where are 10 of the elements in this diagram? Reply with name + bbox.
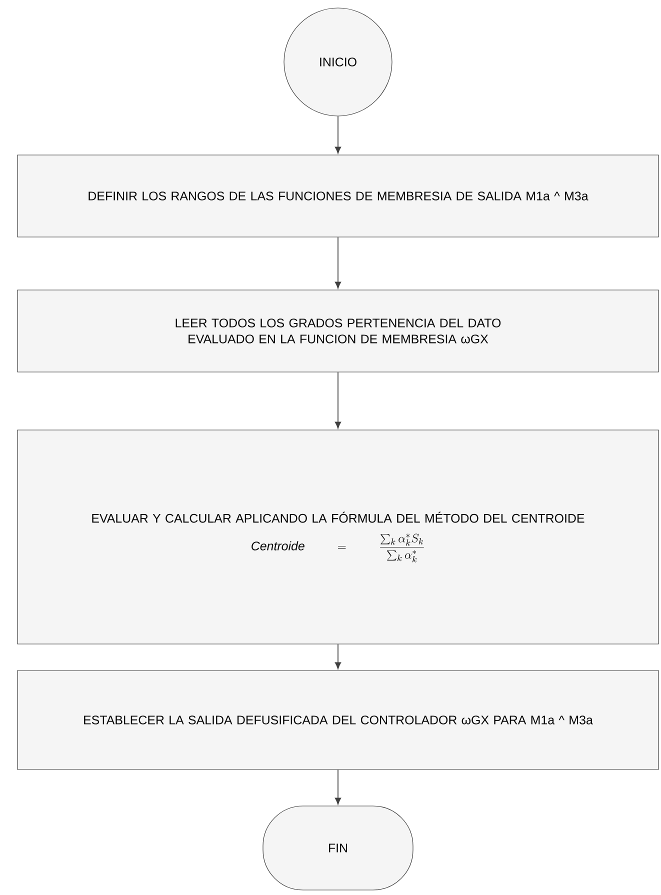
arrow <box>334 372 342 429</box>
process-box: EVALUAR Y CALCULAR APLICANDO LA FÓRMULA DEL MÉTODO DEL CENTROIDE $\mathit{Centroide} = \frac{\sum_k \alpha_k^* S_k}{\sum_k \alpha_k^*}$ <box>17 430 659 644</box>
arrow <box>334 644 342 670</box>
arrow <box>334 236 342 289</box>
end-terminal: FIN <box>262 806 414 890</box>
process-box: LEER TODOS LOS GRADOS PERTENENCIA DEL DATO EVALUADO EN LA FUNCION DE MEMBRESIA ωGX <box>17 290 659 372</box>
arrow <box>334 116 342 154</box>
arrow <box>334 769 342 805</box>
process-box: DEFINIR LOS RANGOS DE LAS FUNCIONES DE MEMBRESIA DE SALIDA M1a ^ M3a <box>17 154 659 238</box>
process-box: ESTABLECER LA SALIDA DEFUSIFICADA DEL CONTROLADOR ωGX PARA M1a ^ M3a <box>17 670 659 770</box>
